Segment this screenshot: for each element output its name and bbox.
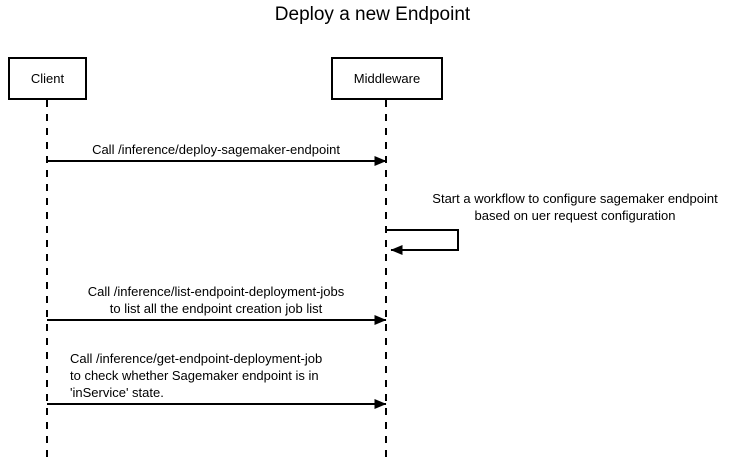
- message-label-line: based on uer request configuration: [474, 208, 676, 223]
- message-label-list-endpoint-deployment-jobs: Call /inference/list-endpoint-deployment…: [16, 283, 416, 317]
- message-label-line: to check whether Sagemaker endpoint is i…: [70, 368, 319, 383]
- participant-label-middleware: Middleware: [353, 71, 421, 86]
- self-message-arrow-configure-workflow: [386, 229, 459, 255]
- message-label-line: Call /inference/get-endpoint-deployment-…: [70, 351, 323, 366]
- participant-label-client: Client: [30, 71, 65, 86]
- message-label-line: to list all the endpoint creation job li…: [109, 301, 323, 316]
- message-label-deploy-sagemaker-endpoint: Call /inference/deploy-sagemaker-endpoin…: [16, 141, 416, 158]
- message-label-configure-workflow-self: Start a workflow to configure sagemaker …: [410, 190, 740, 224]
- page-title: Deploy a new Endpoint: [274, 4, 471, 25]
- message-label-line: 'inService' state.: [70, 385, 164, 400]
- participant-box-middleware[interactable]: Middleware: [331, 57, 443, 100]
- participant-box-client[interactable]: Client: [8, 57, 87, 100]
- message-label-line: Start a workflow to configure sagemaker …: [432, 191, 718, 206]
- message-label-line: Call /inference/deploy-sagemaker-endpoin…: [92, 142, 340, 157]
- message-label-line: Call /inference/list-endpoint-deployment…: [87, 284, 345, 299]
- message-label-get-endpoint-deployment-job: Call /inference/get-endpoint-deployment-…: [70, 350, 400, 401]
